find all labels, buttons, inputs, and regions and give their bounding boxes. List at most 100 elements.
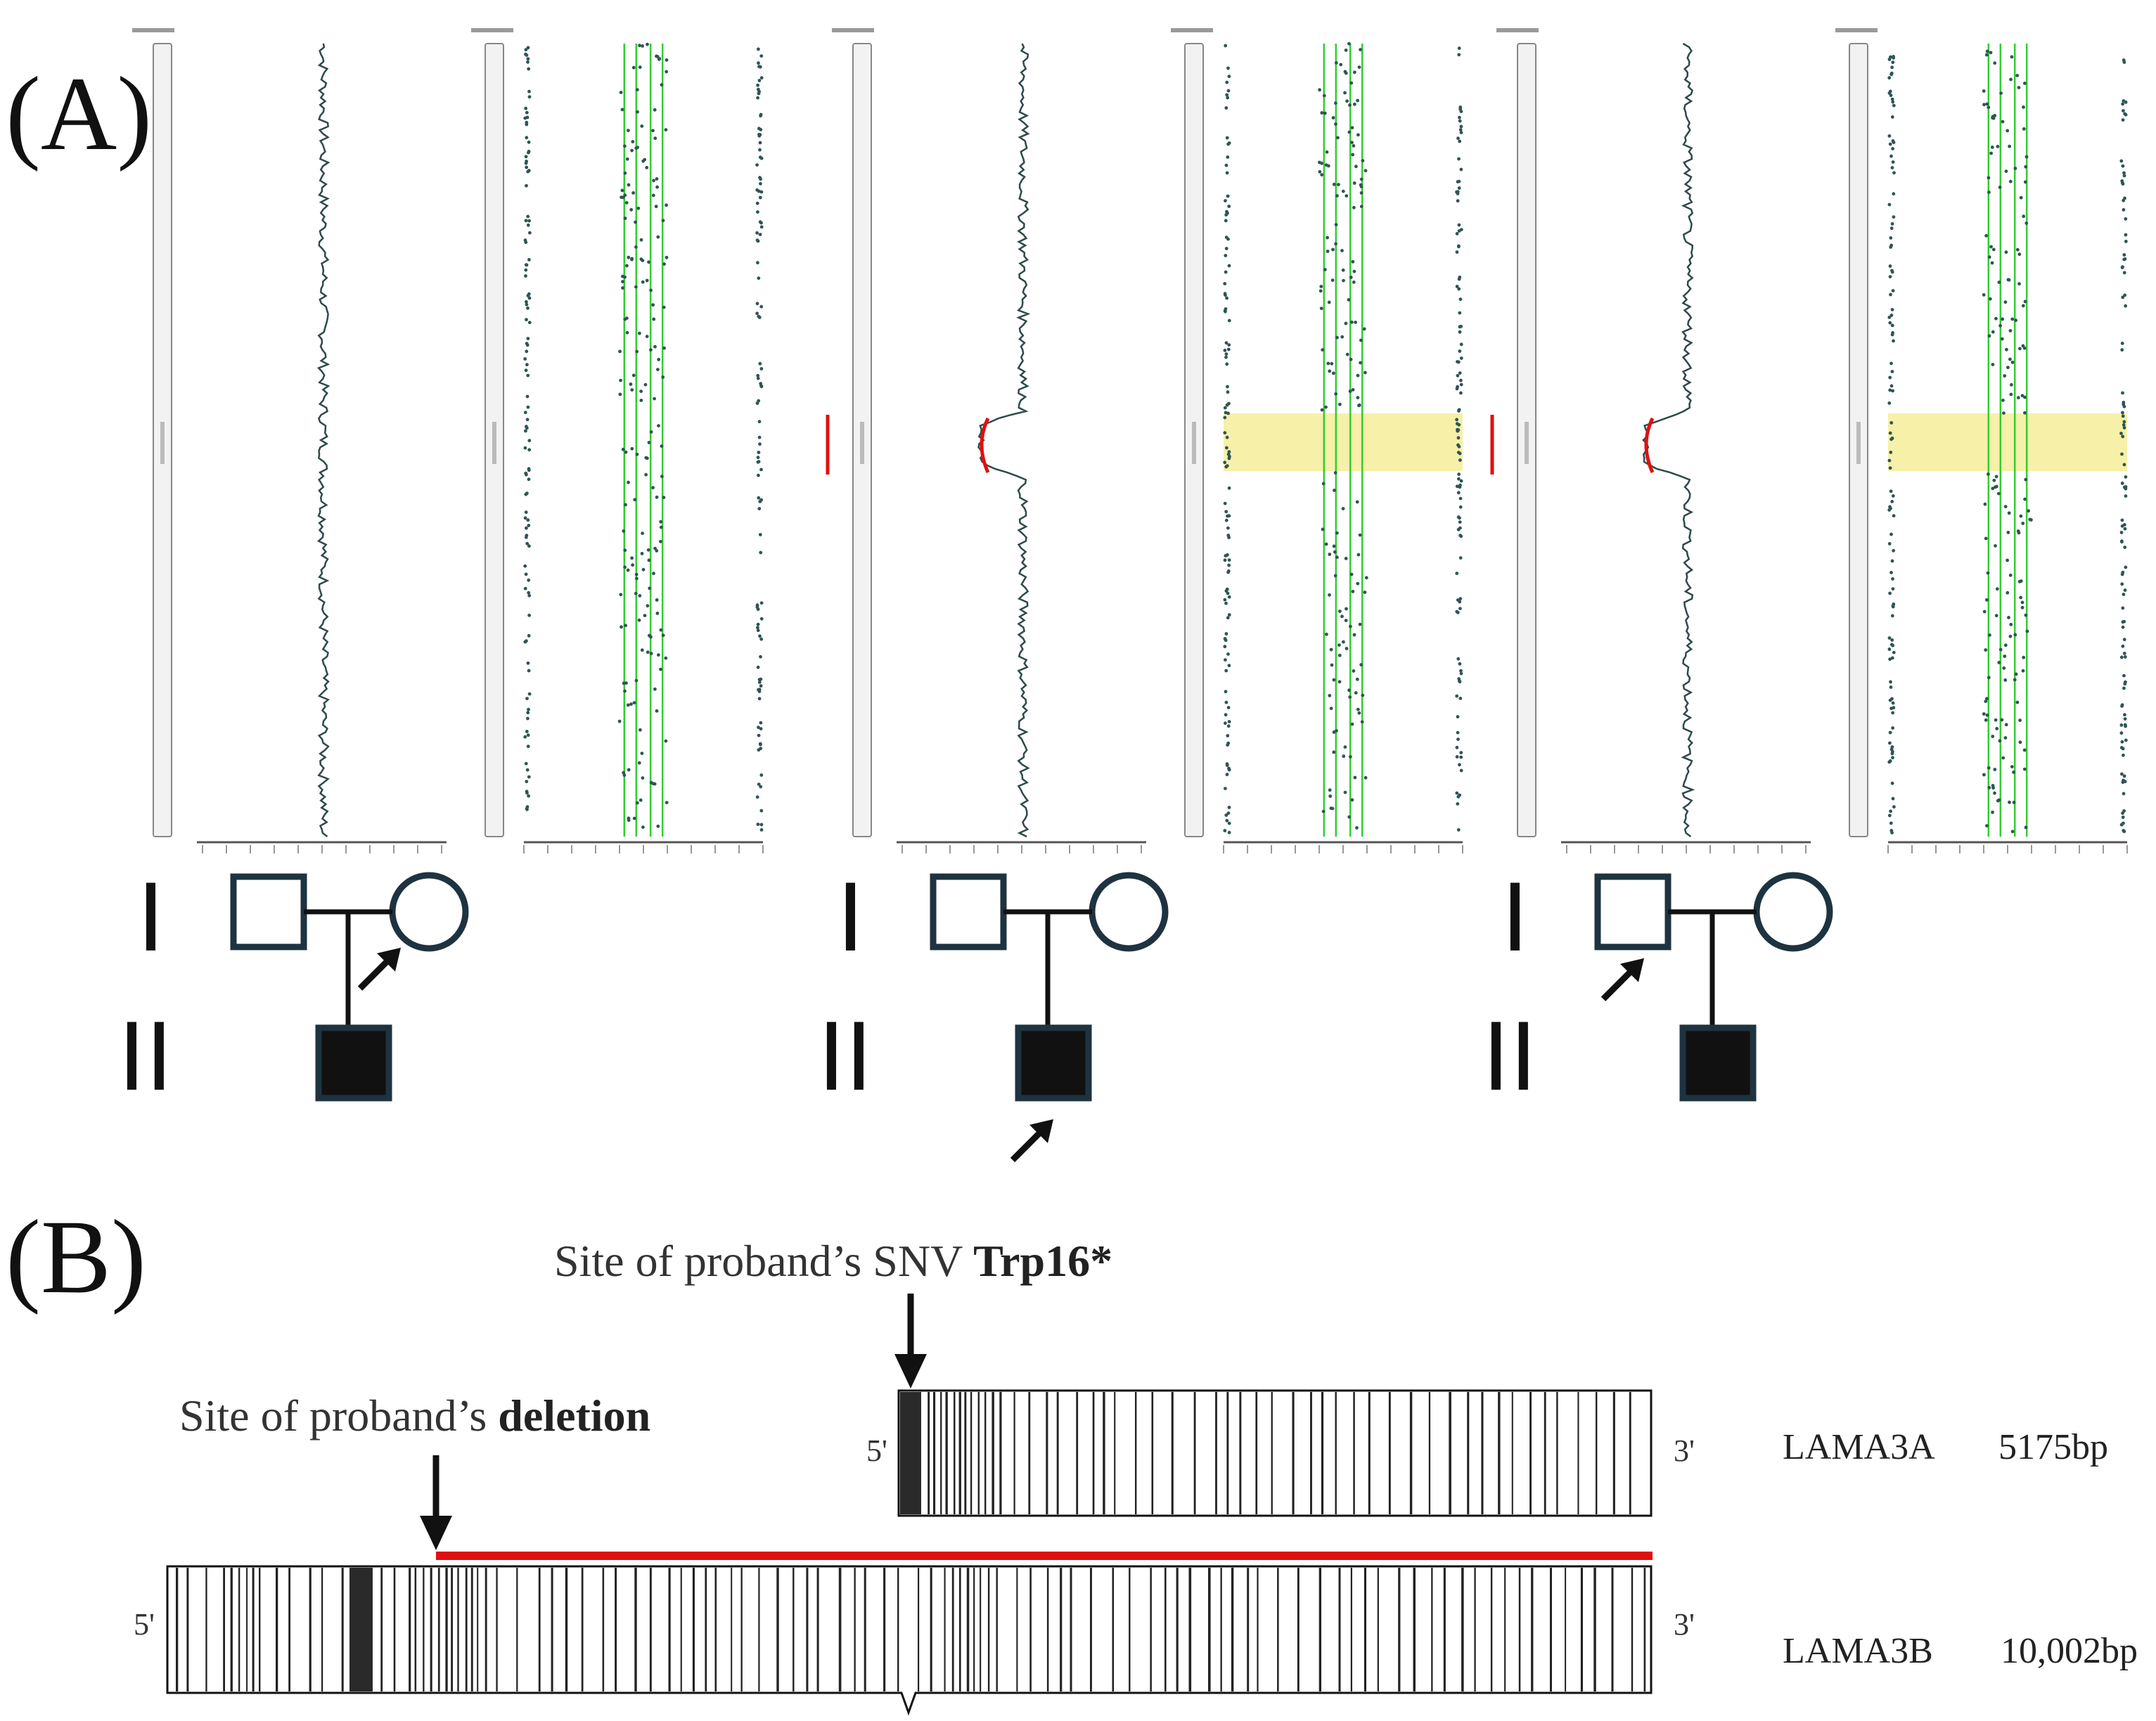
baf-point [527,544,531,548]
baf-point [524,268,528,272]
baf-point [2023,82,2027,85]
baf-point [1457,409,1461,413]
baf-point [1352,633,1356,637]
baf-point [1887,813,1892,818]
baf-point [1223,415,1227,420]
baf-point [1224,411,1228,415]
baf-point [1891,100,1895,104]
baf-point [2014,672,2018,676]
exon-boundary [944,1568,946,1691]
baf-point [1988,297,1992,301]
baf-point [755,231,759,235]
exon-boundary [602,1568,605,1691]
baf-point [1227,456,1231,460]
baf-point [1334,392,1338,396]
baf-point [1223,501,1227,505]
baf-point [527,140,531,144]
baf-point [1333,550,1337,554]
baf-point [759,114,762,118]
baf-point [1458,115,1461,120]
baf-point [1889,361,1893,366]
baf-point [1989,245,1993,249]
baf-point [2004,723,2008,727]
exon-boundary [987,1568,990,1691]
exon-boundary [223,1568,225,1691]
baf-point [523,411,527,415]
baf-point [1888,657,1892,662]
baf-point [621,447,625,451]
baf-point [758,233,762,236]
exon-boundary [992,1392,994,1514]
family-proband: III [818,28,1463,1163]
baf-point [665,203,668,207]
baf-point [757,314,761,318]
baf-point [662,262,666,266]
baf-point [2124,217,2128,221]
baf-point [759,468,763,472]
baf-point [636,110,639,114]
baf-point [1341,189,1345,193]
baf-point [1227,205,1231,208]
baf-point [2120,482,2124,485]
baf-point [2023,395,2027,399]
baf-point [655,185,659,189]
baf-point [1227,514,1231,518]
baf-point [630,446,634,451]
snv-site-label: Site of proband’s SNV Trp16* [554,1236,1112,1286]
exon-boundary [309,1568,312,1691]
baf-point [632,701,636,704]
exon-boundary [1474,1568,1476,1691]
baf-point [1355,500,1359,504]
baf-point [1361,693,1365,697]
baf-point [2001,120,2005,124]
baf-point [2121,295,2125,299]
baf-point [1994,614,1998,618]
exon-boundary [1550,1568,1552,1691]
baf-point [2120,452,2124,456]
baf-point [2120,740,2124,744]
baf-point [1347,298,1351,302]
baf-point [2010,765,2014,768]
exon-boundary [437,1568,440,1691]
baf-point [1225,763,1229,767]
baf-point [1227,613,1231,617]
baf-point [1890,638,1894,642]
exon-boundary [1070,1568,1072,1691]
baf-point [653,397,656,401]
baf-point [759,225,764,229]
baf-point [758,361,762,366]
baf-point [1891,711,1895,715]
baf-point [1352,669,1356,673]
baf-point [1344,321,1348,325]
baf-point [1887,91,1892,95]
baf-point [1892,514,1896,518]
baf-point [662,496,666,499]
baf-point [1227,450,1231,454]
baf-point [2010,830,2015,834]
exon-boundary [1565,1568,1567,1691]
baf-points [1223,41,1463,834]
baf-point [1889,245,1893,249]
exon-boundary [984,1392,987,1514]
baf-point [1334,223,1338,226]
baf-point [1359,361,1362,365]
baf-point [1459,167,1463,172]
baf-point [1996,145,2000,148]
baf-point [653,136,657,141]
baf-point [625,157,629,161]
baf-point [1350,141,1354,145]
baf-point [1349,624,1352,629]
baf-point [1892,56,1896,60]
baf-point [1888,591,1892,595]
baf-point [2119,159,2124,163]
baf-point [2008,357,2012,361]
baf-point [665,70,669,74]
baf-point [759,727,763,730]
baf-point [1888,698,1892,702]
baf-point [625,330,629,335]
baf-point [1890,752,1894,756]
baf-point [1350,798,1354,802]
baf-point [1458,119,1462,123]
baf-point [1341,268,1345,272]
baf-point [1342,278,1345,283]
